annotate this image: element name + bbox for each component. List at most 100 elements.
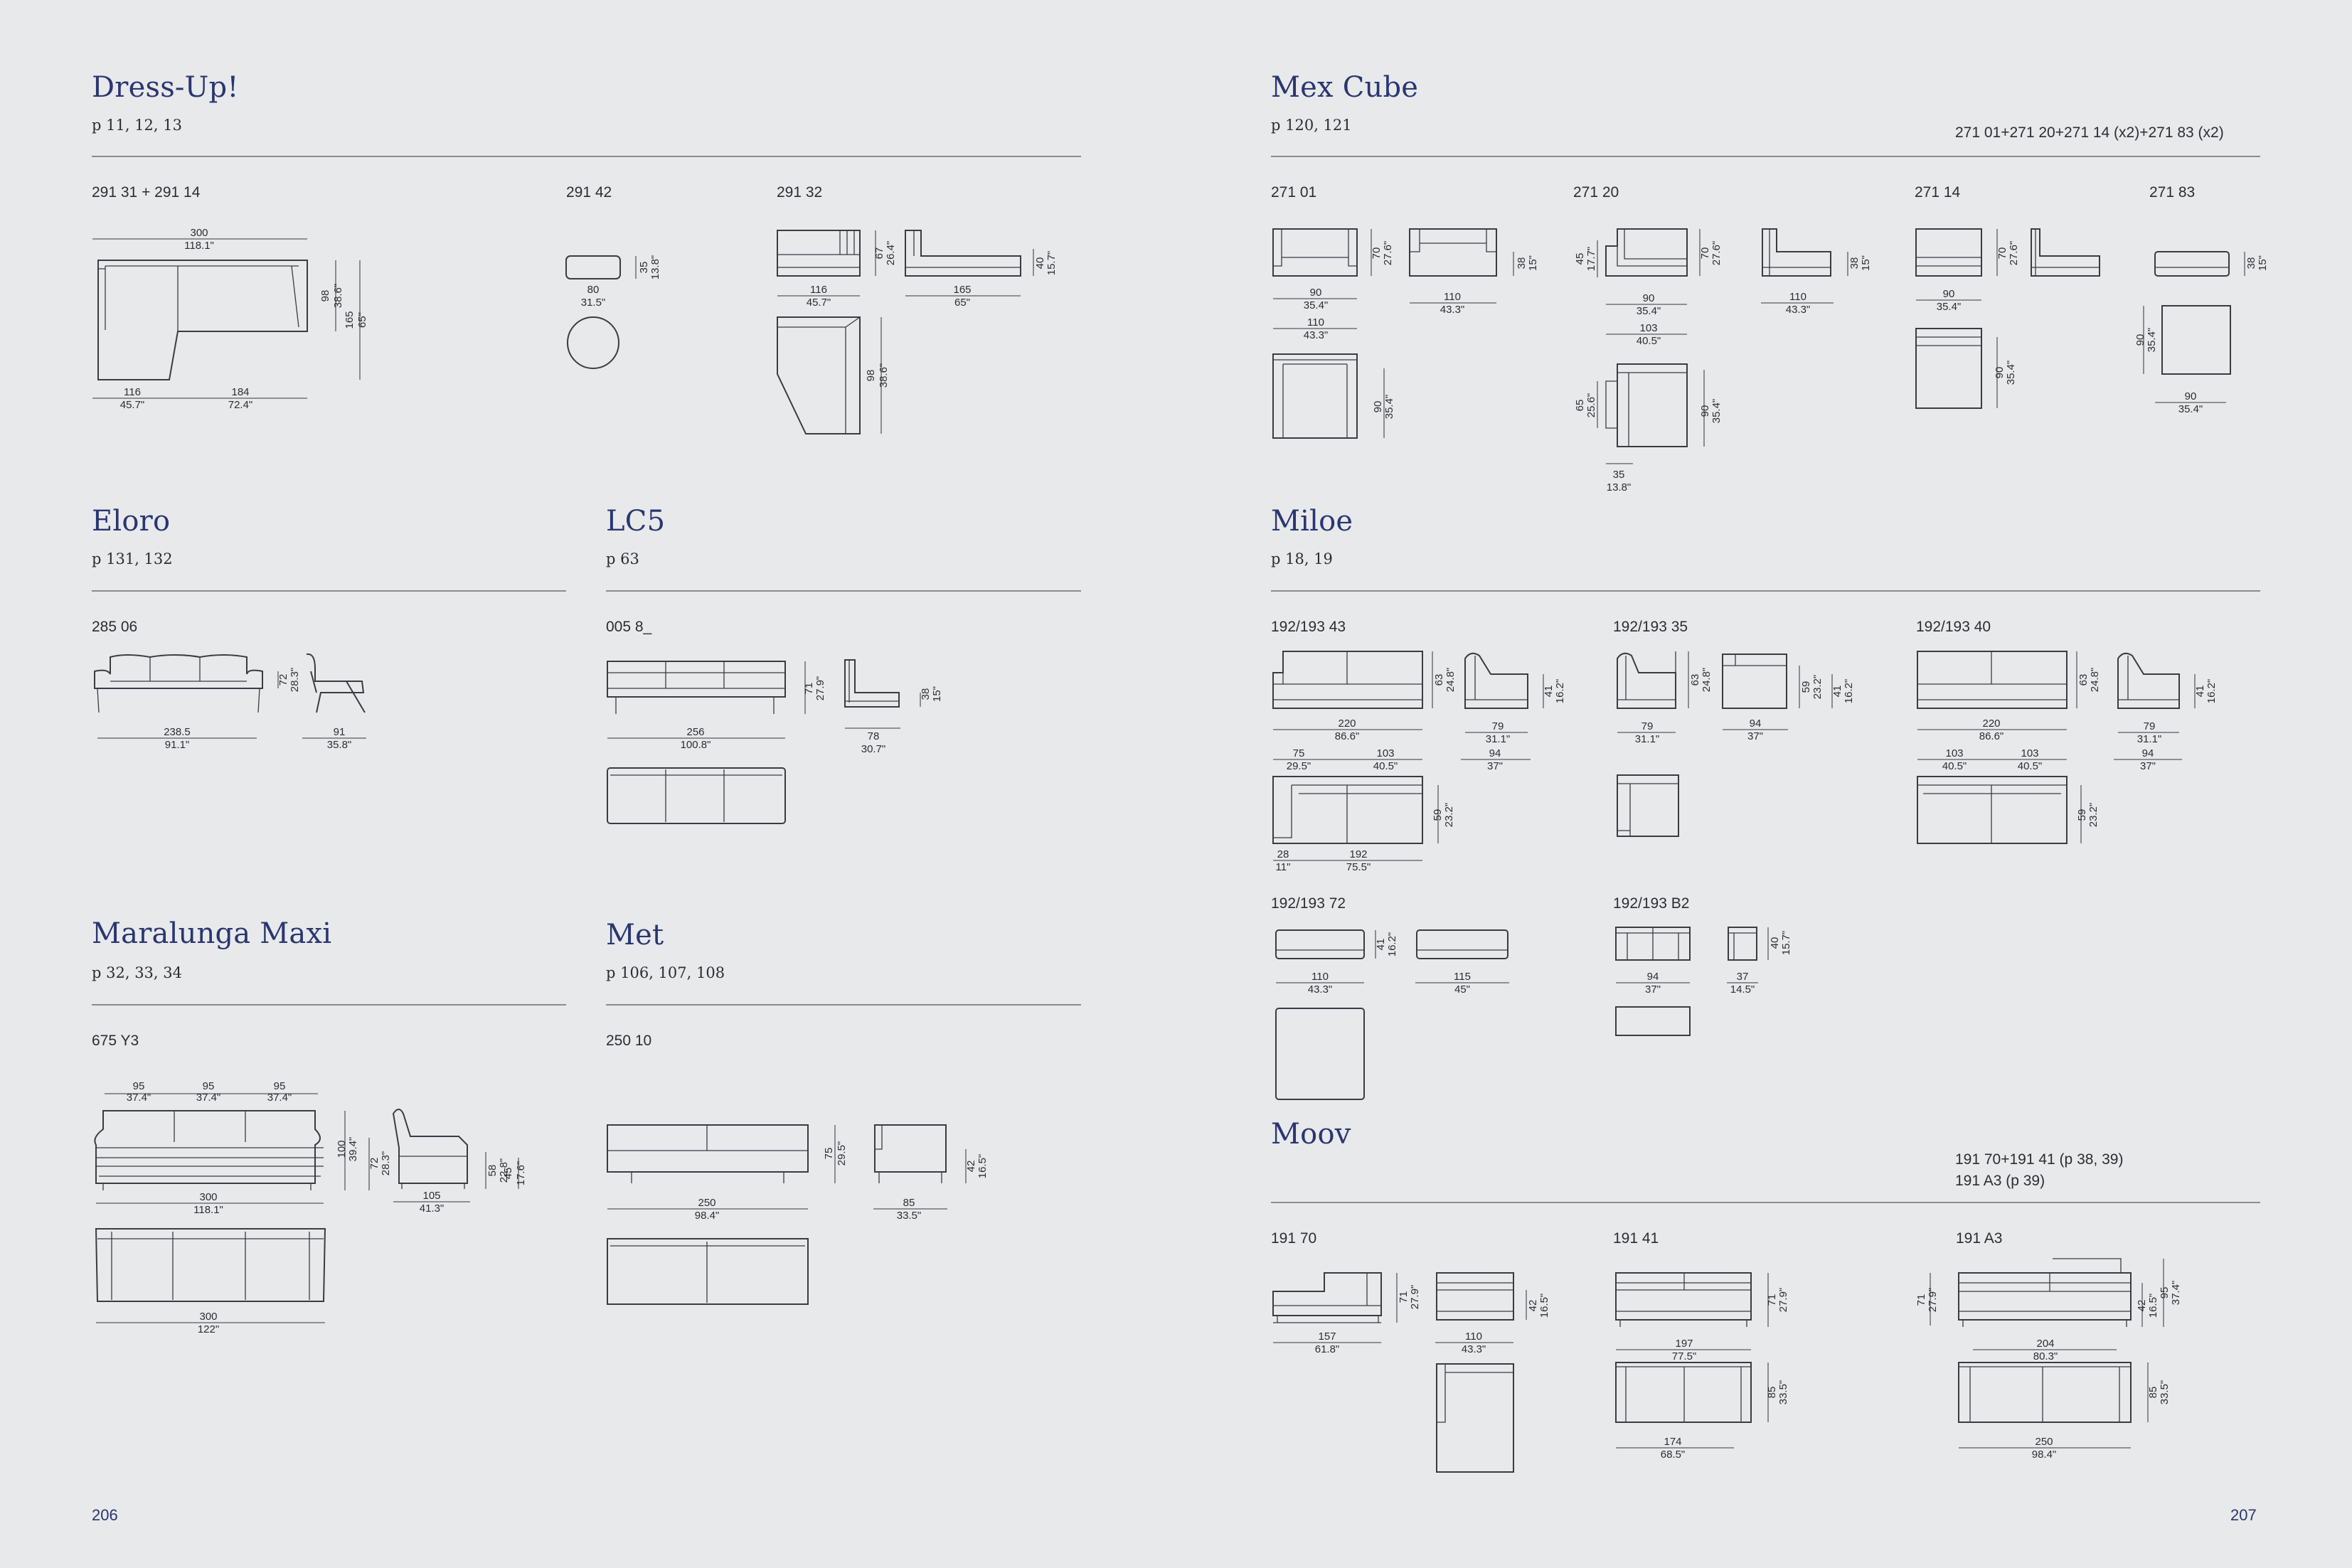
dimension-drawing-mexcube-271-20: 45 17.7" 70 27.6" 38 15" 90 35.4" 110 43… [1574,228,1872,494]
dimension-inches: 31.1" [1486,733,1511,745]
dimension-cm: 105 [422,1190,440,1202]
dimension-inches: 65" [954,297,970,309]
dimension-cm: 95 [133,1080,145,1092]
dimension-cm: 70 [1699,247,1711,260]
dimension-cm: 70 [1371,247,1383,260]
dimension-drawing-dressup-module: 67 26.4" 40 15.7" 116 45.7" 165 65" 98 3… [777,230,1058,434]
page-number-right: 207 [2230,1506,2257,1524]
product-code: 675 Y3 [92,1033,139,1049]
dimension-inches: 23.2" [1811,675,1824,700]
product-code: 191 A3 [1956,1230,2003,1247]
dimension-cm: 63 [1433,674,1445,686]
dimension-cm: 165 [953,284,971,296]
dimension-cm: 300 [190,227,208,239]
dimension-cm: 165 [344,311,356,329]
dimension-cm: 103 [1639,322,1657,334]
dimension-cm: 71 [803,683,815,695]
product-code: 191 41 [1613,1230,1659,1247]
dimension-inches: 16.2" [1554,679,1566,704]
dimension-inches: 16.5" [977,1154,989,1179]
dimension-cm: 75 [823,1148,835,1160]
dimension-inches: 35.4" [1937,301,1962,313]
dimension-cm: 71 [1915,1294,1927,1306]
section-title-moov: Moov [1271,1118,1351,1151]
dimension-cm: 300 [199,1311,217,1323]
dimension-inches: 77.5" [1672,1350,1697,1362]
dimension-cm: 95 [203,1080,215,1092]
dimension-cm: 58 [486,1165,499,1177]
dimension-inches: 35.4" [1710,399,1723,424]
dimension-cm: 94 [1750,718,1762,730]
dimension-inches: 27.9" [1409,1285,1421,1310]
product-code: 192/193 35 [1613,619,1688,635]
dimension-inches: 37" [1645,983,1661,996]
dimension-inches: 118.1" [193,1204,223,1216]
dimension-inches: 35.4" [2005,361,2017,385]
dimension-cm: 90 [1699,405,1711,417]
section-title-lc5: LC5 [606,505,666,538]
dimension-inches: 27.9" [814,676,826,701]
dimension-inches: 25.6" [1585,393,1597,418]
dimension-inches: 37.4" [267,1092,292,1104]
dimension-cm: 90 [1943,288,1955,300]
dimension-inches: 31.1" [2137,733,2162,745]
dimension-inches: 16.2" [2205,679,2218,704]
product-code: 271 01 [1271,184,1317,201]
dimension-inches: 41.3" [420,1202,445,1215]
section-pages-dressup: p 11, 12, 13 [92,117,182,134]
dimension-inches: 33.5" [2159,1380,2171,1405]
section-title-eloro: Eloro [92,505,171,538]
product-code: 271 83 [2149,184,2196,201]
dimension-cm: 184 [231,386,249,398]
dimension-cm: 41 [1375,939,1387,951]
dimension-inches: 40.5" [1637,335,1661,347]
dimension-inches: 35.4" [1304,299,1329,311]
dimension-inches: 43.3" [1308,983,1333,996]
dimension-inches: 37.4" [196,1092,221,1104]
product-code: 271 20 [1573,184,1619,201]
dimension-cm: 250 [698,1197,715,1209]
section-rule [1271,1202,2260,1203]
dimension-cm: 80 [587,284,600,296]
dimension-cm: 72 [368,1158,381,1170]
dimension-cm: 98 [319,290,331,302]
dimension-cm: 90 [2185,390,2197,402]
dimension-drawing-mexcube-271-14: 70 27.6" 90 35.4" 90 35.4" [1915,228,2100,409]
section-rule [606,590,1081,592]
dimension-inches: 91.1" [165,739,190,751]
dimension-inches: 35.8" [327,739,352,751]
dimension-cm: 65 [1574,400,1586,412]
dimension-inches: 33.5" [897,1210,922,1222]
product-code: 192/193 43 [1271,619,1346,635]
composition-note: 191 A3 (p 39) [1955,1173,2045,1189]
dimension-inches: 45" [1454,983,1470,996]
dimension-cm: 35 [1613,469,1625,481]
dimension-cm: 67 [873,247,885,260]
dimension-cm: 40 [1769,937,1781,949]
dimension-cm: 157 [1318,1330,1336,1343]
dimension-cm: 174 [1664,1436,1681,1448]
dimension-cm: 63 [1689,674,1701,686]
dimension-inches: 24.8" [1701,668,1713,693]
dimension-inches: 37" [2140,760,2156,772]
dimension-drawing-miloe-72: 41 16.2" 110 43.3" 115 45" [1275,929,1509,1100]
product-code: 291 42 [566,184,612,201]
dimension-drawing-mexcube-271-01: 70 27.6" 38 15" 90 35.4" 110 43.3" 110 4… [1272,228,1539,439]
dimension-inches: 61.8" [1315,1343,1340,1355]
dimension-inches: 118.1" [184,240,214,252]
dimension-cm: 45 [502,1168,514,1180]
dimension-inches: 43.3" [1462,1343,1486,1355]
dimension-inches: 86.6" [1979,730,2004,742]
dimension-cm: 204 [2036,1338,2054,1350]
section-rule [606,1004,1081,1006]
dimension-inches: 26.4" [885,241,897,266]
dimension-cm: 42 [2136,1300,2148,1312]
dimension-cm: 28 [1277,848,1289,860]
dimension-cm: 103 [1376,747,1394,759]
dimension-drawing-maralunga: 95 37.4" 95 37.4" 95 37.4" 100 39.4" 72 … [94,1080,527,1335]
dimension-inches: 86.6" [1335,730,1360,742]
section-pages-miloe: p 18, 19 [1271,550,1333,567]
dimension-inches: 29.5" [1287,760,1311,772]
dimension-cm: 85 [1766,1387,1778,1399]
dimension-inches: 27.9" [1777,1288,1789,1313]
